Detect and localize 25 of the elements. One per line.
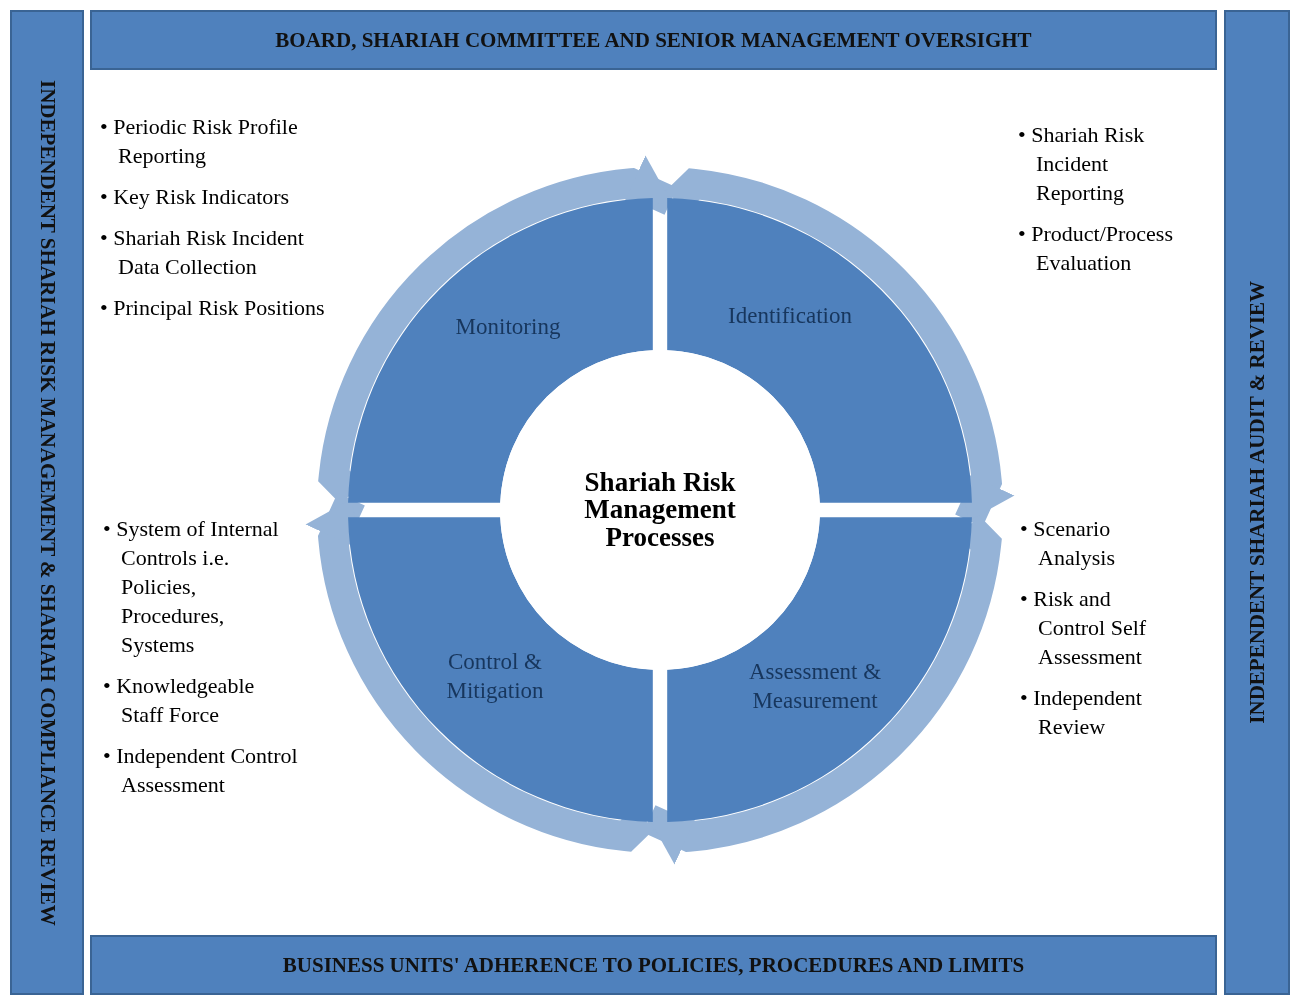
- bullet-item: • Scenario Analysis: [1020, 515, 1116, 572]
- oversight-band: [90, 935, 1217, 995]
- band-title: INDEPENDENT SHARIAH RISK MANAGEMENT & SHARIAH COMPLIANCE REVIEW: [34, 79, 60, 926]
- oversight-band: [10, 10, 84, 995]
- oversight-band: [1224, 10, 1290, 995]
- oversight-band: [90, 10, 1217, 70]
- center-title: Shariah Risk Management Processes: [584, 468, 736, 552]
- bullet-item: • Shariah Risk Incident Data Collection: [100, 224, 305, 281]
- bullet-item: • Knowledgeable Staff Force: [103, 672, 256, 729]
- bullet-item: • Key Risk Indicators: [100, 183, 291, 211]
- stage-label: Monitoring: [454, 312, 562, 341]
- bullet-item: • Principal Risk Positions: [100, 294, 326, 322]
- bullet-item: • Product/Process Evaluation: [1018, 220, 1174, 277]
- bullet-item: • Risk and Control Self Assessment: [1020, 585, 1148, 671]
- bullet-item: • Periodic Risk Profile Reporting: [100, 113, 299, 170]
- band-title: INDEPENDENT SHARIAH AUDIT & REVIEW: [1244, 281, 1270, 724]
- bullet-item: • Independent Control Assessment: [103, 742, 298, 799]
- stage-label: Assessment & Measurement: [747, 658, 883, 715]
- stage-label: Control & Mitigation: [445, 648, 545, 705]
- bullet-item: • System of Internal Controls i.e. Policies, Procedures, Systems: [103, 515, 280, 659]
- bullet-item: • Shariah Risk Incident Reporting: [1018, 121, 1146, 207]
- band-title: BOARD, SHARIAH COMMITTEE AND SENIOR MANAGEMENT OVERSIGHT: [275, 27, 1032, 53]
- band-title: BUSINESS UNITS' ADHERENCE TO POLICIES, PROCEDURES AND LIMITS: [282, 952, 1025, 978]
- bullet-item: • Independent Review: [1020, 684, 1143, 741]
- stage-label: Identification: [727, 301, 853, 330]
